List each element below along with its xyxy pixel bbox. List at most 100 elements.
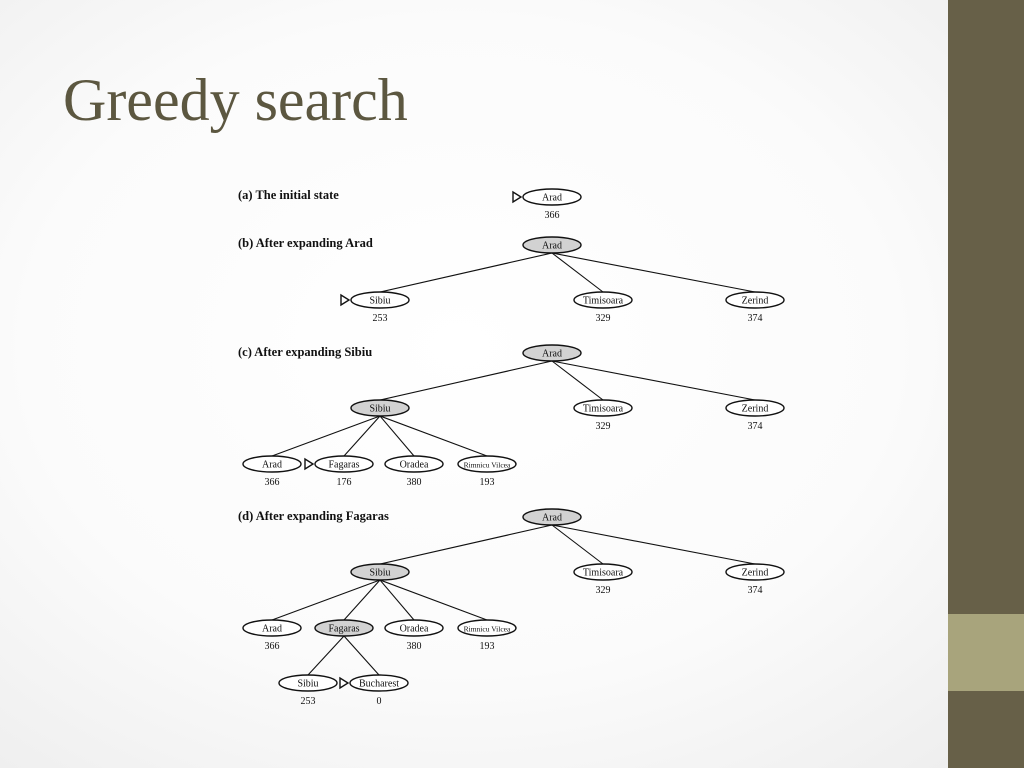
tree-edge — [307, 635, 345, 676]
node-label: Fagaras — [328, 624, 359, 635]
node-label: Arad — [262, 624, 282, 635]
tree-edge — [551, 524, 604, 565]
node-ellipse — [242, 619, 302, 637]
node-label: Timisoara — [583, 568, 624, 579]
heuristic-value: 380 — [407, 641, 422, 652]
tree-edge — [379, 415, 415, 457]
selected-node-marker-icon — [304, 457, 315, 471]
tree-node-sibiu2: Sibiu 253 — [278, 674, 338, 707]
tree-node-fagaras: Fagaras 176 — [304, 455, 374, 488]
tree-node-zerind: Zerind 374 — [725, 291, 785, 324]
node-ellipse — [725, 291, 785, 309]
node-ellipse — [242, 455, 302, 473]
tree-edge — [379, 415, 488, 457]
tree-edge — [343, 579, 381, 621]
tree-edge — [379, 579, 415, 621]
sidebar-accent-block — [948, 614, 1024, 691]
tree-node-arad: Arad 366 — [512, 188, 582, 221]
node-ellipse — [522, 508, 582, 526]
tree-node-arad: Arad — [522, 508, 582, 526]
tree-edge — [343, 635, 380, 676]
node-label: Zerind — [742, 568, 769, 579]
node-label: Arad — [542, 241, 562, 252]
node-ellipse — [384, 455, 444, 473]
tree-edge — [379, 579, 488, 621]
tree-edge — [271, 579, 381, 621]
tree-edge — [379, 524, 553, 565]
heuristic-value: 193 — [480, 477, 495, 488]
panel-caption: (a) The initial state — [238, 188, 339, 202]
tree-node-arad: Arad — [522, 344, 582, 362]
heuristic-value: 253 — [301, 696, 316, 707]
tree-node-timisoara: Timisoara 329 — [573, 563, 633, 596]
tree-node-rimnicu: Rimnicu Vilcea 193 — [457, 455, 517, 488]
node-ellipse — [349, 674, 409, 692]
node-label: Rimnicu Vilcea — [464, 461, 511, 470]
panel-caption: (b) After expanding Arad — [238, 236, 373, 250]
tree-node-timisoara: Timisoara 329 — [573, 399, 633, 432]
panel-a: (a) The initial state Arad 366 — [238, 188, 582, 221]
node-ellipse — [350, 399, 410, 417]
node-ellipse — [278, 674, 338, 692]
heuristic-value: 0 — [377, 696, 382, 707]
heuristic-value: 176 — [337, 477, 352, 488]
tree-edge — [271, 415, 381, 457]
tree-node-fagaras: Fagaras — [314, 619, 374, 637]
tree-edge — [379, 252, 553, 293]
node-ellipse — [314, 455, 374, 473]
tree-edge — [551, 524, 756, 565]
tree-node-timisoara: Timisoara 329 — [573, 291, 633, 324]
tree-edge — [551, 360, 756, 401]
node-label: Sibiu — [297, 679, 318, 690]
node-ellipse — [522, 188, 582, 206]
node-label: Arad — [542, 349, 562, 360]
node-label: Sibiu — [369, 296, 390, 307]
node-label: Timisoara — [583, 404, 624, 415]
tree-edge — [551, 252, 604, 293]
tree-node-rimnicu: Rimnicu Vilcea 193 — [457, 619, 517, 652]
node-ellipse — [573, 399, 633, 417]
node-label: Sibiu — [369, 568, 390, 579]
selected-node-marker-icon — [339, 676, 350, 690]
node-label: Sibiu — [369, 404, 390, 415]
tree-edge — [551, 360, 604, 401]
node-ellipse — [573, 563, 633, 581]
heuristic-value: 193 — [480, 641, 495, 652]
node-label: Timisoara — [583, 296, 624, 307]
node-label: Zerind — [742, 404, 769, 415]
heuristic-value: 329 — [596, 585, 611, 596]
tree-node-arad: Arad — [522, 236, 582, 254]
node-label: Fagaras — [328, 460, 359, 471]
node-ellipse — [384, 619, 444, 637]
selected-node-marker-icon — [512, 190, 523, 204]
selected-node-marker-icon — [340, 293, 351, 307]
heuristic-value: 374 — [748, 421, 763, 432]
heuristic-value: 253 — [373, 313, 388, 324]
heuristic-value: 366 — [545, 210, 560, 221]
node-label: Rimnicu Vilcea — [464, 625, 511, 634]
node-label: Bucharest — [359, 679, 399, 690]
tree-node-sibiu: Sibiu — [350, 399, 410, 417]
heuristic-value: 329 — [596, 313, 611, 324]
node-ellipse — [457, 619, 517, 637]
node-ellipse — [725, 399, 785, 417]
tree-node-sibiu: Sibiu 253 — [340, 291, 410, 324]
node-ellipse — [573, 291, 633, 309]
node-label: Arad — [542, 193, 562, 204]
heuristic-value: 329 — [596, 421, 611, 432]
node-label: Oradea — [400, 460, 429, 471]
node-ellipse — [314, 619, 374, 637]
tree-node-bucharest: Bucharest 0 — [339, 674, 409, 707]
tree-node-oradea: Oradea 380 — [384, 619, 444, 652]
heuristic-value: 374 — [748, 313, 763, 324]
node-label: Oradea — [400, 624, 429, 635]
node-label: Zerind — [742, 296, 769, 307]
tree-edge — [379, 360, 553, 401]
node-ellipse — [522, 344, 582, 362]
